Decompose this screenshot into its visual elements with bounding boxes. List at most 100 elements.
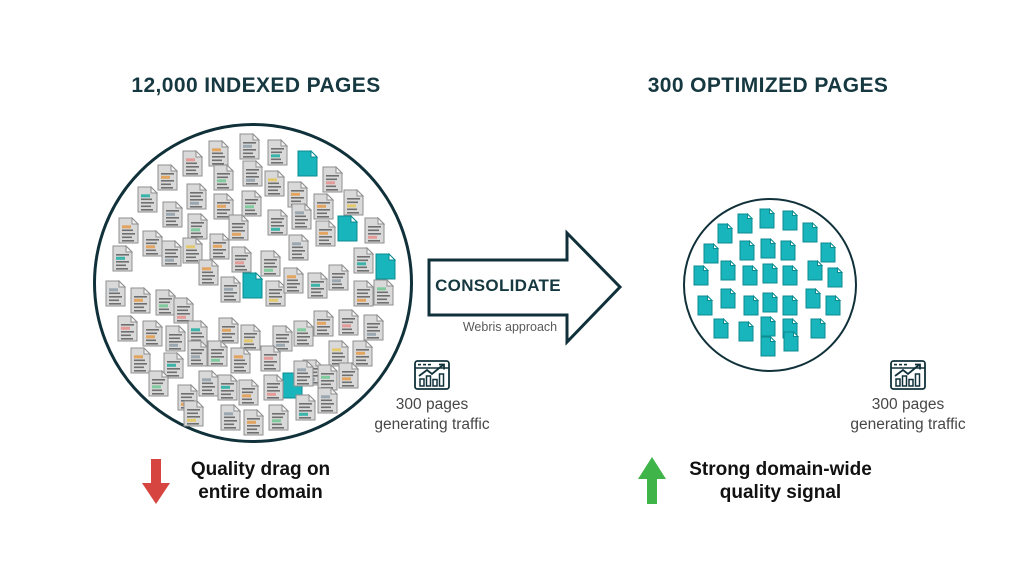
gray-document-icon bbox=[173, 296, 194, 323]
gray-document-icon bbox=[117, 314, 138, 341]
gray-document-icon bbox=[241, 189, 262, 216]
teal-document-icon bbox=[760, 237, 776, 258]
gray-document-icon bbox=[373, 278, 394, 305]
caption-left-line2: entire domain bbox=[198, 482, 323, 503]
gray-document-icon bbox=[260, 249, 281, 276]
traffic-right-line1: 300 pages bbox=[871, 396, 945, 413]
teal-document-icon bbox=[780, 239, 796, 260]
teal-document-icon bbox=[242, 271, 263, 298]
gray-document-icon bbox=[208, 139, 229, 166]
teal-document-icon bbox=[742, 264, 758, 285]
gray-document-icon bbox=[130, 346, 151, 373]
teal-document-icon bbox=[820, 241, 836, 262]
gray-document-icon bbox=[130, 286, 151, 313]
gray-document-icon bbox=[105, 279, 126, 306]
gray-document-icon bbox=[288, 233, 309, 260]
right-title: 300 OPTIMIZED PAGES bbox=[647, 74, 889, 97]
gray-document-icon bbox=[186, 182, 207, 209]
traffic-block-right: 300 pages generating traffic bbox=[828, 360, 988, 435]
gray-document-icon bbox=[118, 216, 139, 243]
teal-document-icon bbox=[782, 209, 798, 230]
teal-document-icon bbox=[375, 252, 396, 279]
teal-document-icon bbox=[713, 317, 729, 338]
analytics-window-icon bbox=[890, 360, 926, 390]
caption-right-line2: quality signal bbox=[719, 482, 842, 503]
gray-document-icon bbox=[187, 212, 208, 239]
gray-document-icon bbox=[217, 373, 238, 400]
gray-document-icon bbox=[338, 361, 359, 388]
gray-document-icon bbox=[198, 258, 219, 285]
teal-document-icon bbox=[827, 266, 843, 287]
gray-document-icon bbox=[161, 239, 182, 266]
gray-document-icon bbox=[313, 309, 334, 336]
teal-document-icon bbox=[760, 335, 776, 356]
teal-document-icon bbox=[720, 287, 736, 308]
gray-document-icon bbox=[187, 339, 208, 366]
teal-document-icon bbox=[693, 264, 709, 285]
gray-document-icon bbox=[213, 163, 234, 190]
gray-document-icon bbox=[265, 279, 286, 306]
teal-document-icon bbox=[825, 294, 841, 315]
teal-document-icon bbox=[802, 221, 818, 242]
gray-document-icon bbox=[352, 339, 373, 366]
gray-document-icon bbox=[353, 246, 374, 273]
teal-document-icon bbox=[297, 149, 318, 176]
gray-document-icon bbox=[293, 359, 314, 386]
gray-document-icon bbox=[317, 386, 338, 413]
teal-document-icon bbox=[762, 291, 778, 312]
gray-document-icon bbox=[137, 185, 158, 212]
teal-document-icon bbox=[782, 294, 798, 315]
teal-document-icon bbox=[739, 239, 755, 260]
teal-document-icon bbox=[782, 264, 798, 285]
traffic-right-line2: generating traffic bbox=[850, 416, 966, 433]
gray-document-icon bbox=[207, 339, 228, 366]
gray-document-icon bbox=[182, 236, 203, 263]
green-up-arrow-icon bbox=[638, 457, 666, 504]
gray-document-icon bbox=[291, 202, 312, 229]
gray-document-icon bbox=[220, 275, 241, 302]
gray-document-icon bbox=[260, 344, 281, 371]
gray-document-icon bbox=[295, 393, 316, 420]
gray-document-icon bbox=[155, 288, 176, 315]
caption-right-line1: Strong domain-wide bbox=[689, 459, 872, 480]
teal-document-icon bbox=[783, 330, 799, 351]
gray-document-icon bbox=[238, 378, 259, 405]
gray-document-icon bbox=[239, 132, 260, 159]
caption-right: Strong domain-wide quality signal bbox=[668, 458, 893, 504]
gray-document-icon bbox=[322, 165, 343, 192]
traffic-block-left: 300 pages generating traffic bbox=[352, 360, 512, 435]
caption-left-line1: Quality drag on bbox=[190, 459, 331, 480]
gray-document-icon bbox=[293, 319, 314, 346]
gray-document-icon bbox=[343, 188, 364, 215]
gray-document-icon bbox=[315, 219, 336, 246]
consolidate-sublabel: Webris approach bbox=[462, 320, 558, 334]
gray-document-icon bbox=[263, 373, 284, 400]
gray-document-icon bbox=[148, 369, 169, 396]
gray-document-icon bbox=[183, 399, 204, 426]
gray-document-icon bbox=[228, 213, 249, 240]
consolidate-label: CONSOLIDATE bbox=[435, 276, 561, 295]
gray-document-icon bbox=[264, 169, 285, 196]
gray-document-icon bbox=[272, 324, 293, 351]
gray-document-icon bbox=[267, 208, 288, 235]
teal-document-icon bbox=[697, 294, 713, 315]
gray-document-icon bbox=[283, 266, 304, 293]
analytics-window-icon bbox=[414, 360, 450, 390]
teal-document-icon bbox=[762, 262, 778, 283]
teal-document-icon bbox=[805, 287, 821, 308]
gray-document-icon bbox=[218, 316, 239, 343]
traffic-left-line1: 300 pages bbox=[395, 396, 469, 413]
gray-document-icon bbox=[230, 346, 251, 373]
gray-document-icon bbox=[213, 192, 234, 219]
gray-document-icon bbox=[338, 308, 359, 335]
gray-document-icon bbox=[231, 245, 252, 272]
gray-document-icon bbox=[162, 200, 183, 227]
gray-document-icon bbox=[240, 323, 261, 350]
teal-document-icon bbox=[759, 207, 775, 228]
red-down-arrow-icon bbox=[142, 459, 170, 504]
gray-document-icon bbox=[242, 159, 263, 186]
gray-document-icon bbox=[307, 271, 328, 298]
consolidate-arrow bbox=[427, 229, 623, 346]
gray-document-icon bbox=[157, 163, 178, 190]
